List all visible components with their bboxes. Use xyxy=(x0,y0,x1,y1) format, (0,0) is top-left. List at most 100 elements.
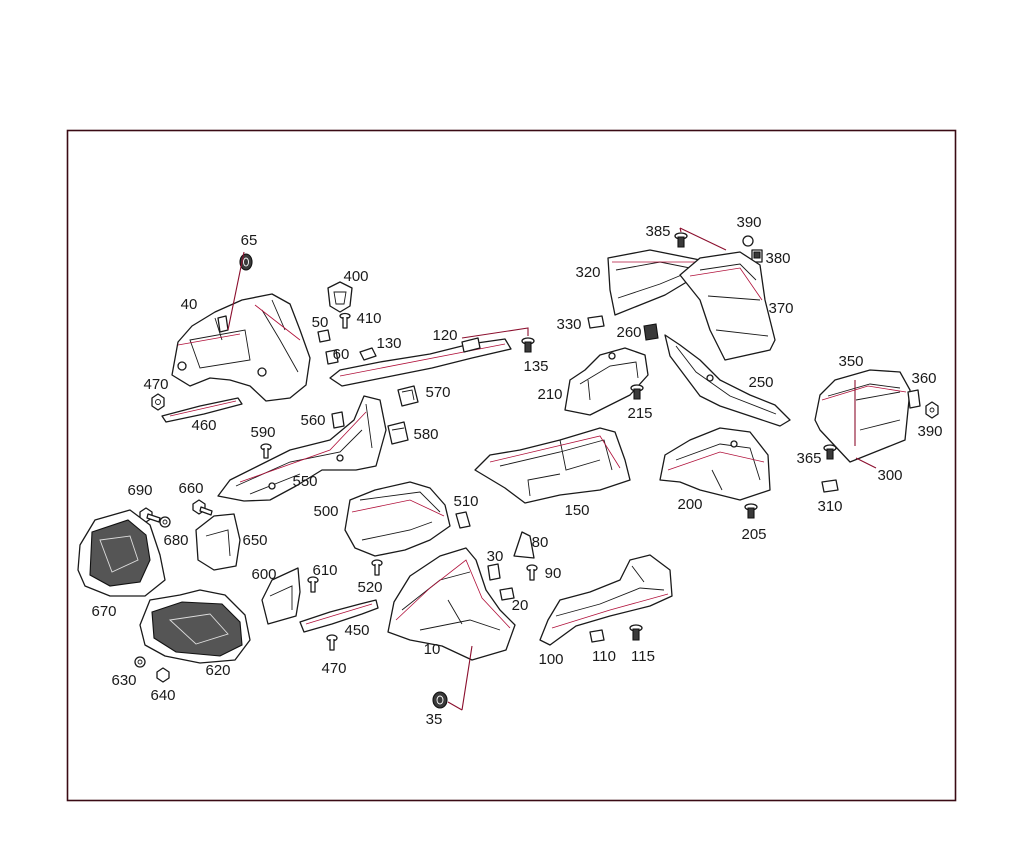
part-90-screw xyxy=(526,564,538,581)
part-360-clip xyxy=(907,389,921,409)
callout-135: 135 xyxy=(523,358,548,375)
part-30-clip xyxy=(487,563,501,581)
callout-620: 620 xyxy=(205,662,230,679)
callout-380: 380 xyxy=(765,250,790,267)
callout-560: 560 xyxy=(300,412,325,429)
part-350-shield xyxy=(814,369,911,463)
part-380-clip xyxy=(751,249,763,263)
part-680-washer xyxy=(159,516,171,528)
part-120-strip xyxy=(329,337,512,387)
callout-570: 570 xyxy=(425,384,450,401)
callout-350: 350 xyxy=(838,353,863,370)
part-115-clip xyxy=(629,624,643,641)
callout-690: 690 xyxy=(127,482,152,499)
part-135-clip xyxy=(521,337,535,353)
callout-590: 590 xyxy=(250,424,275,441)
part-60-clip xyxy=(325,349,339,365)
callouts: 65 40 400 50 410 60 130 120 135 470 460 … xyxy=(91,214,942,728)
part-580-bracket xyxy=(387,421,409,445)
part-260-clip xyxy=(643,323,659,341)
part-390-washer xyxy=(742,235,754,247)
part-200-shield xyxy=(659,427,771,501)
part-250-bracket xyxy=(664,334,791,427)
part-210-bracket xyxy=(564,347,649,416)
callout-260: 260 xyxy=(616,324,641,341)
part-590-screw xyxy=(260,443,272,459)
callout-330: 330 xyxy=(556,316,581,333)
part-35-grommet xyxy=(432,691,448,709)
callout-50: 50 xyxy=(312,314,329,331)
leader-lines xyxy=(227,227,877,711)
callout-80: 80 xyxy=(532,534,549,551)
callout-640: 640 xyxy=(150,687,175,704)
part-400-bracket xyxy=(327,281,353,313)
part-110-clip xyxy=(589,629,605,643)
callout-310: 310 xyxy=(817,498,842,515)
part-650-bracket xyxy=(195,513,241,571)
callout-520: 520 xyxy=(357,579,382,596)
diagram-frame xyxy=(66,129,957,802)
callout-450: 450 xyxy=(344,622,369,639)
part-50-clip xyxy=(317,329,331,343)
callout-630: 630 xyxy=(111,672,136,689)
part-320-shield xyxy=(607,249,701,316)
part-365-clip xyxy=(823,444,837,460)
callout-205: 205 xyxy=(741,526,766,543)
callout-510: 510 xyxy=(453,493,478,510)
callout-150: 150 xyxy=(564,502,589,519)
part-600-bracket xyxy=(261,567,301,625)
part-550-bracket xyxy=(217,395,387,502)
callout-390-b: 390 xyxy=(917,423,942,440)
callout-10: 10 xyxy=(424,641,441,658)
callout-40: 40 xyxy=(181,296,198,313)
callout-470-a: 470 xyxy=(143,376,168,393)
callout-610: 610 xyxy=(312,562,337,579)
callout-200: 200 xyxy=(677,496,702,513)
part-205-clip xyxy=(744,503,758,519)
callout-470-b: 470 xyxy=(321,660,346,677)
callout-550: 550 xyxy=(292,473,317,490)
callout-650: 650 xyxy=(242,532,267,549)
callout-400: 400 xyxy=(343,268,368,285)
callout-410: 410 xyxy=(356,310,381,327)
callout-35: 35 xyxy=(426,711,443,728)
part-20-clip xyxy=(499,587,515,601)
callout-60: 60 xyxy=(333,346,350,363)
callout-20: 20 xyxy=(512,597,529,614)
part-410-screw xyxy=(339,312,351,329)
callout-90: 90 xyxy=(545,565,562,582)
callout-215: 215 xyxy=(627,405,652,422)
part-470-screw xyxy=(326,634,338,651)
callout-210: 210 xyxy=(537,386,562,403)
callout-670: 670 xyxy=(91,603,116,620)
callout-110: 110 xyxy=(592,648,616,665)
part-570-bracket xyxy=(397,385,419,407)
callout-250: 250 xyxy=(748,374,773,391)
callout-30: 30 xyxy=(487,548,504,565)
callout-115: 115 xyxy=(631,648,655,665)
part-500-heat-shield xyxy=(344,481,451,557)
callout-460: 460 xyxy=(191,417,216,434)
callout-370: 370 xyxy=(768,300,793,317)
part-450-strip xyxy=(299,599,379,633)
callout-300: 300 xyxy=(877,467,902,484)
callout-680: 680 xyxy=(163,532,188,549)
part-330-clip xyxy=(587,315,605,329)
callout-390-a: 390 xyxy=(736,214,761,231)
callout-320: 320 xyxy=(575,264,600,281)
callout-385: 385 xyxy=(645,223,670,240)
callout-120: 120 xyxy=(432,327,457,344)
part-660-bolt xyxy=(192,499,213,516)
part-560-clip xyxy=(331,411,345,429)
part-620-shield xyxy=(139,589,251,664)
part-310-clip xyxy=(821,479,839,493)
part-510-clip xyxy=(455,511,471,529)
part-640-bolt xyxy=(156,667,170,683)
callout-660: 660 xyxy=(178,480,203,497)
part-370-shield xyxy=(679,251,776,361)
part-520-screw xyxy=(371,559,383,576)
callout-65: 65 xyxy=(241,232,258,249)
part-460-strip xyxy=(161,397,243,423)
callout-360: 360 xyxy=(911,370,936,387)
